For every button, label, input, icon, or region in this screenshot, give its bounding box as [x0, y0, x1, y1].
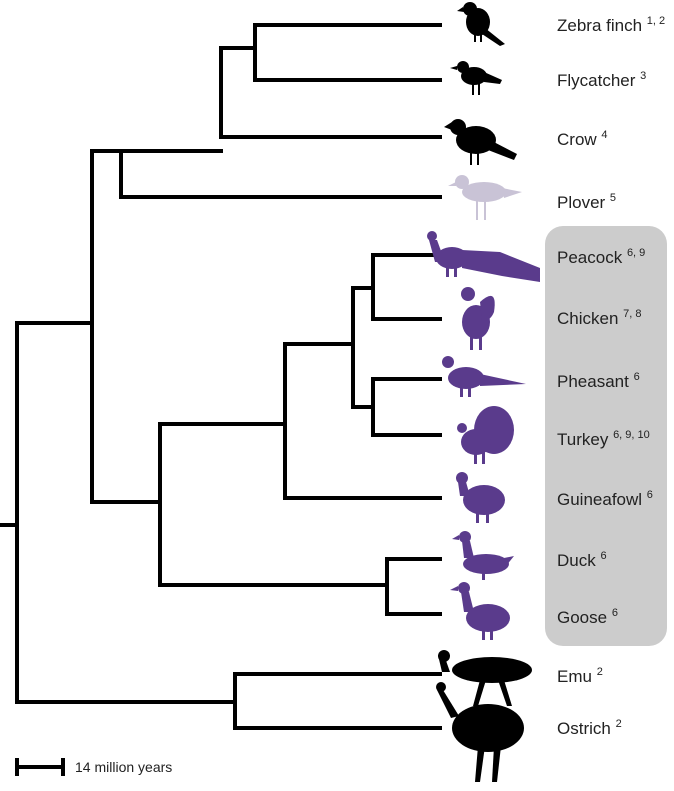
taxon-label: Peacock 6, 9: [557, 247, 645, 267]
turkey-icon: [457, 406, 514, 464]
peacock-icon: [427, 231, 540, 282]
taxon-label: Turkey 6, 9, 10: [557, 429, 650, 449]
crow-icon: [444, 119, 517, 165]
emu-icon: [438, 650, 532, 706]
scale-bar-label: 14 million years: [75, 759, 172, 775]
tree-branches: [0, 23, 442, 730]
chicken-icon: [461, 287, 495, 350]
taxon-label: Emu 2: [557, 666, 603, 686]
guineafowl-icon: [456, 472, 505, 523]
finch-icon: [457, 2, 505, 46]
taxon-label: Goose 6: [557, 607, 618, 627]
scale-bar: 14 million years: [15, 758, 172, 776]
flycatcher-icon: [450, 61, 502, 95]
pheasant-icon: [442, 356, 526, 397]
taxon-label: Guineafowl 6: [557, 489, 653, 509]
taxon-label: Crow 4: [557, 129, 608, 149]
taxon-label: Flycatcher 3: [557, 70, 646, 90]
taxon-label: Pheasant 6: [557, 371, 640, 391]
taxon-label: Chicken 7, 8: [557, 308, 642, 328]
highlight-group-background: [545, 226, 667, 646]
taxon-label: Duck 6: [557, 550, 607, 570]
taxon-label: Ostrich 2: [557, 718, 622, 738]
goose-icon: [450, 582, 510, 640]
plover-icon: [448, 175, 522, 220]
ostrich-icon: [436, 682, 524, 782]
duck-icon: [452, 531, 514, 580]
taxon-label: Plover 5: [557, 192, 616, 212]
taxon-label: Zebra finch 1, 2: [557, 15, 665, 35]
